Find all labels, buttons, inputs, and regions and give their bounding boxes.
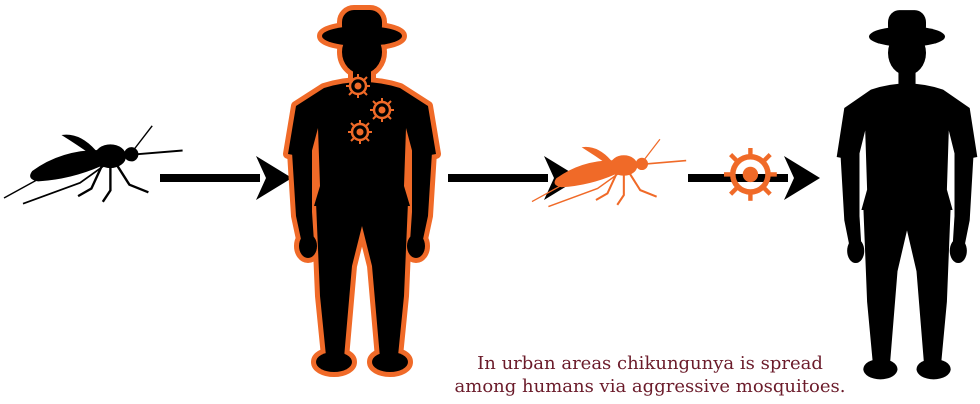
mosquito-black-icon [4, 126, 183, 204]
virus-icon [370, 98, 394, 122]
virus-icon [348, 120, 372, 144]
healthy-human-icon [837, 10, 978, 379]
caption-line-2: among humans via aggressive mosquitoes. [430, 375, 870, 398]
caption-line-1: In urban areas chikungunya is spread [430, 352, 870, 375]
virus-icon [346, 74, 370, 98]
right-arrow-icon [160, 156, 292, 200]
diagram-caption: In urban areas chikungunya is spread amo… [430, 352, 870, 398]
infected-human-icon [288, 10, 436, 372]
virus-icon [724, 148, 777, 201]
